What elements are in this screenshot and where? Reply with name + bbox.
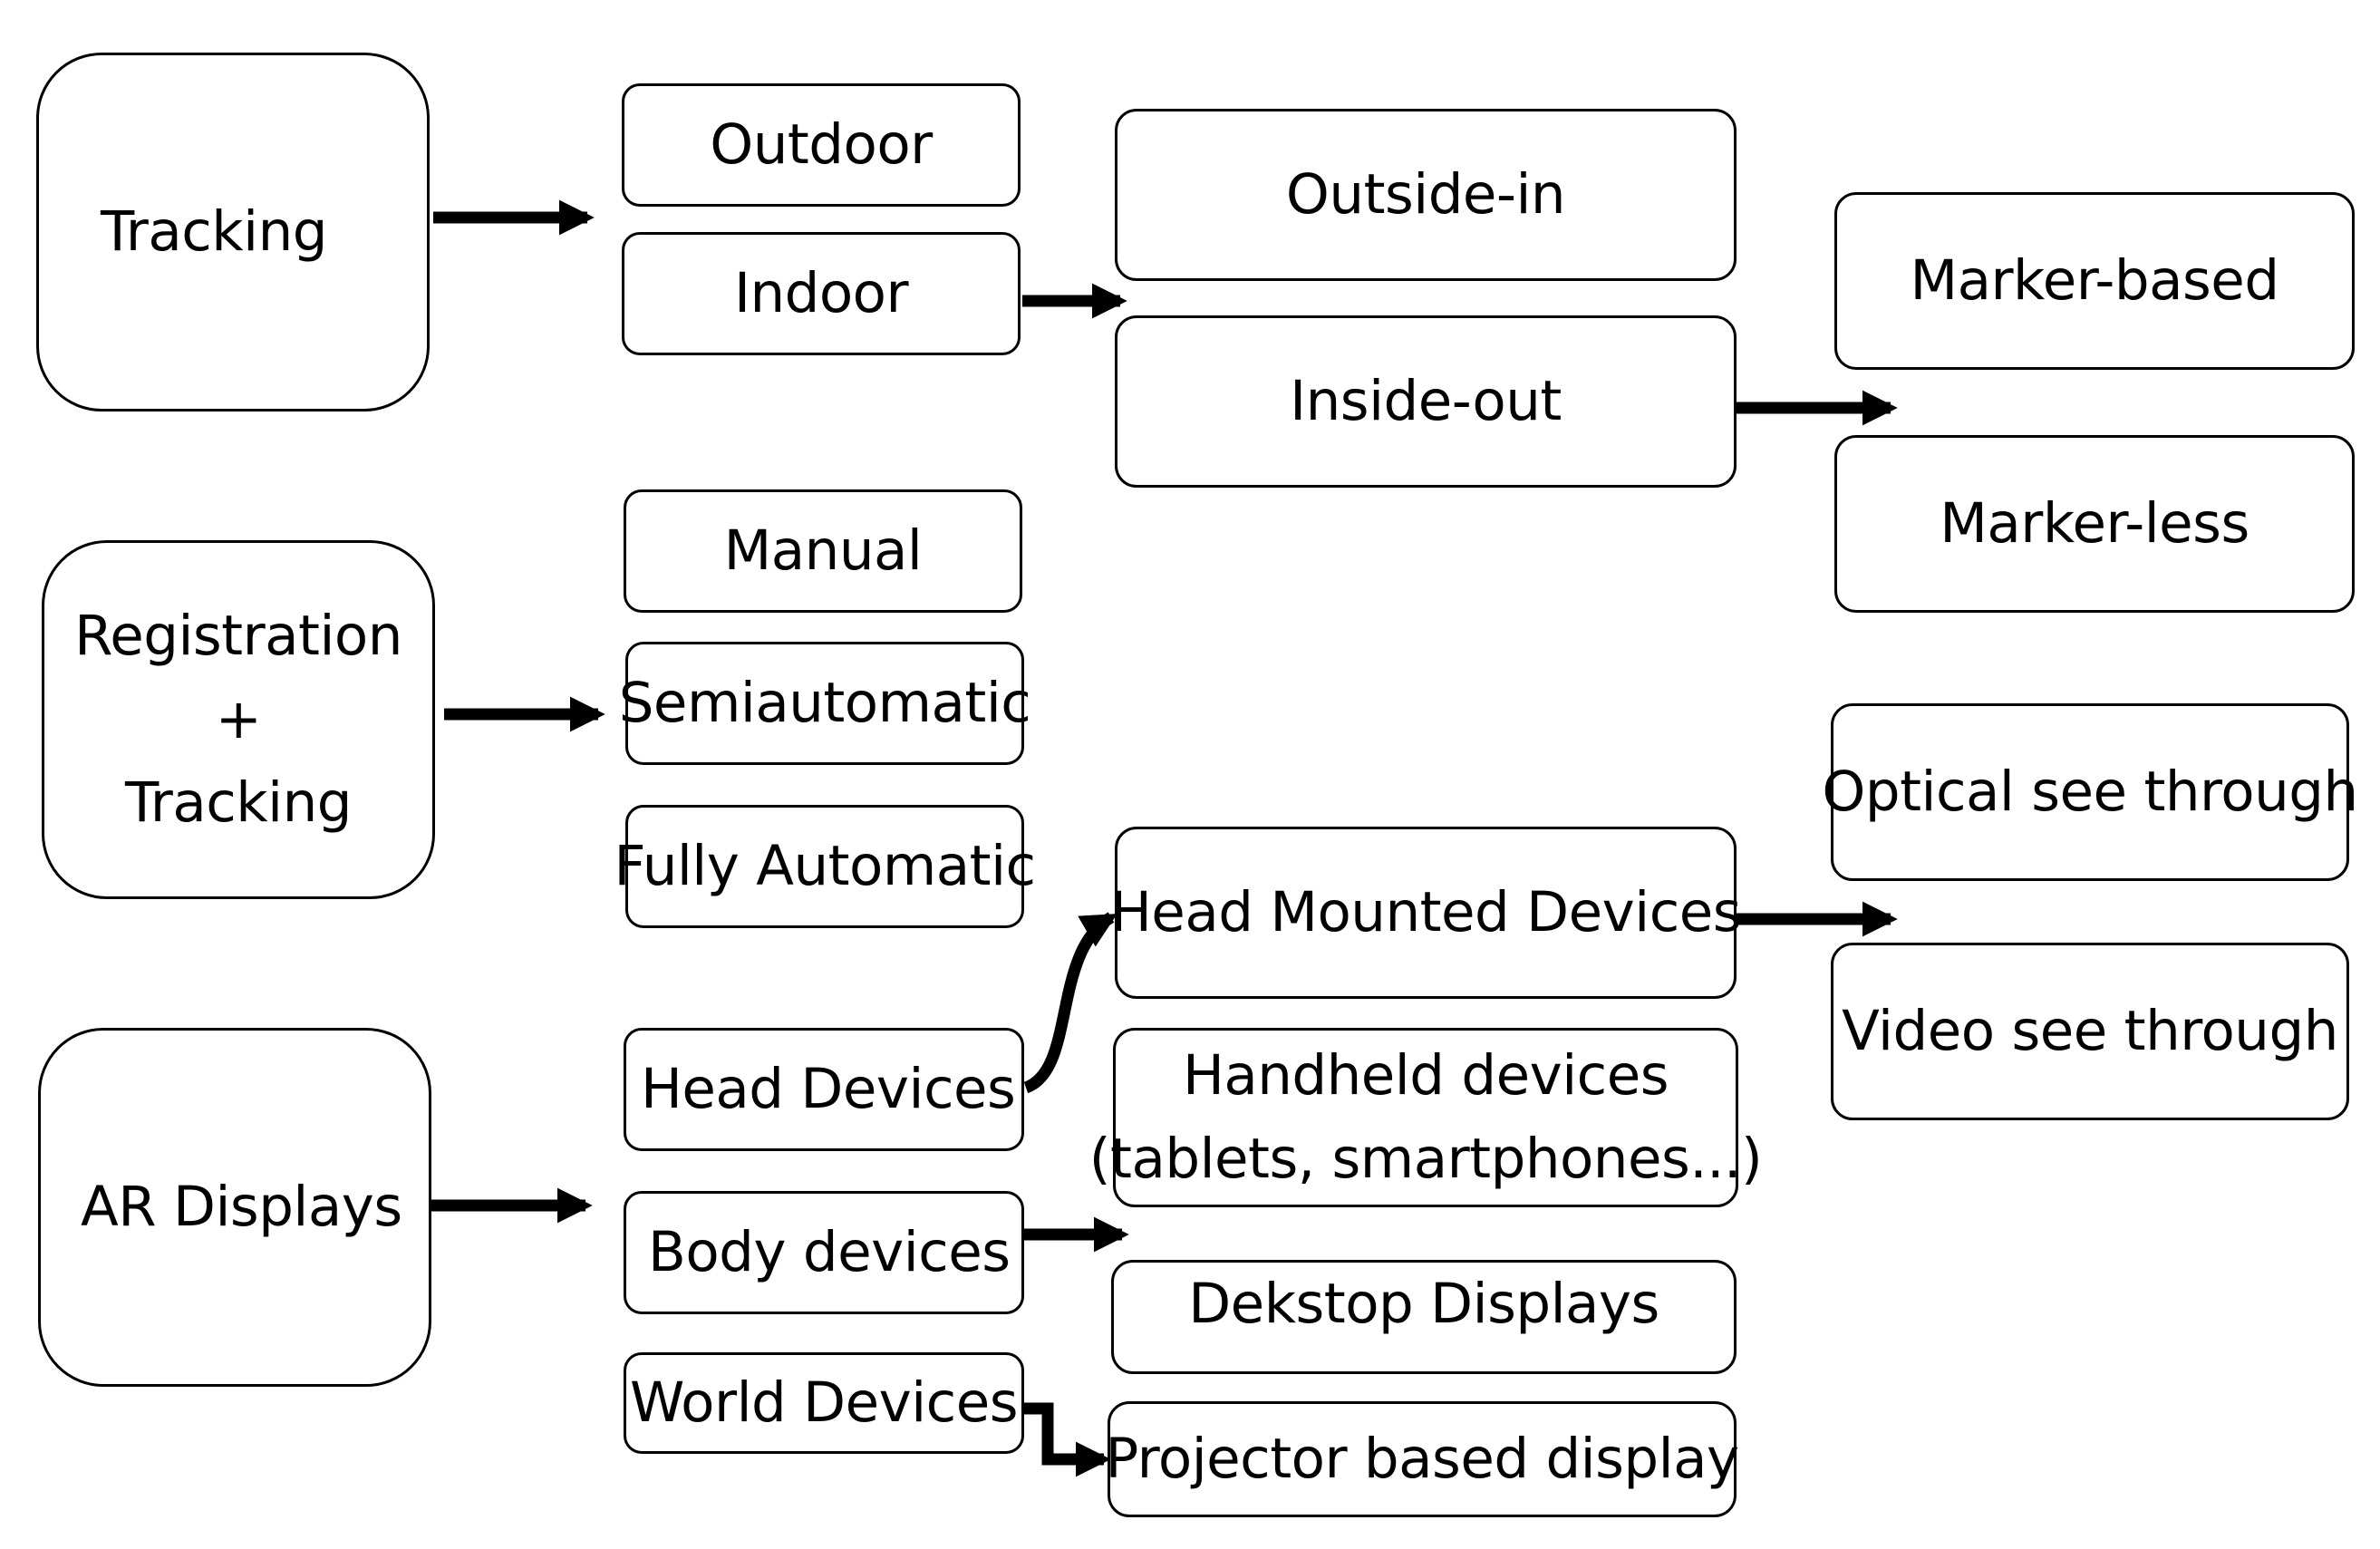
node-outside-in: Outside-in: [1115, 109, 1737, 281]
node-video-see-through: Video see through: [1831, 943, 2349, 1120]
node-outdoor: Outdoor: [622, 83, 1021, 207]
node-marker-less-label: Marker-less: [1940, 491, 2249, 557]
node-tracking: Tracking: [36, 53, 430, 411]
node-optical-label: Optical see through: [1822, 760, 2358, 825]
node-registration-tracking: Registration + Tracking: [42, 540, 435, 899]
node-projector-based-display: Projector based display: [1105, 1401, 1739, 1517]
node-head-devices-label: Head Devices: [641, 1057, 1016, 1122]
node-marker-based: Marker-based: [1834, 192, 2355, 370]
node-head-devices: Head Devices: [624, 1028, 1024, 1151]
node-tracking-label: Tracking: [101, 199, 327, 265]
node-head-mounted-devices: Head Mounted Devices: [1110, 827, 1742, 999]
node-marker-based-label: Marker-based: [1910, 248, 2279, 314]
arrow-world-to-projector: [1022, 1402, 1111, 1477]
node-head-mounted-devices-label: Head Mounted Devices: [1109, 880, 1742, 945]
node-outside-in-label: Outside-in: [1285, 162, 1566, 228]
node-registration-line2: +: [215, 687, 262, 751]
node-registration-line3: Tracking: [125, 770, 352, 835]
node-fully-automatic: Fully Automatic: [614, 805, 1036, 928]
node-manual: Manual: [624, 489, 1022, 613]
node-marker-less: Marker-less: [1834, 435, 2355, 613]
node-fully-automatic-label: Fully Automatic: [614, 834, 1036, 899]
node-handheld-line2: (tablets, smartphones...): [1088, 1127, 1763, 1191]
node-optical-see-through: Optical see through: [1822, 703, 2358, 881]
node-projector-label: Projector based display: [1105, 1427, 1739, 1492]
node-indoor: Indoor: [622, 232, 1021, 355]
node-desktop-displays: Dekstop Displays: [1111, 1260, 1737, 1374]
node-ar-displays: AR Displays: [38, 1028, 431, 1387]
node-body-devices-label: Body devices: [648, 1220, 1011, 1285]
node-body-devices: Body devices: [624, 1191, 1024, 1314]
node-world-devices: World Devices: [624, 1352, 1024, 1454]
node-handheld-devices: Handheld devices (tablets, smartphones..…: [1089, 1028, 1763, 1207]
node-handheld-line1: Handheld devices: [1182, 1043, 1669, 1108]
node-inside-out-label: Inside-out: [1290, 369, 1562, 434]
node-registration-line1: Registration: [74, 604, 402, 668]
node-ar-displays-label: AR Displays: [81, 1175, 402, 1240]
node-video-label: Video see through: [1842, 999, 2338, 1064]
node-semiautomatic: Semiautomatic: [619, 642, 1031, 765]
node-outdoor-label: Outdoor: [710, 112, 933, 178]
arrow-head-to-hmd: [1023, 912, 1117, 1094]
node-world-devices-label: World Devices: [629, 1370, 1019, 1436]
node-inside-out: Inside-out: [1115, 315, 1737, 488]
node-indoor-label: Indoor: [733, 261, 909, 326]
node-manual-label: Manual: [723, 518, 923, 584]
node-desktop-displays-label: Dekstop Displays: [1188, 1272, 1659, 1336]
node-semiautomatic-label: Semiautomatic: [618, 671, 1031, 736]
